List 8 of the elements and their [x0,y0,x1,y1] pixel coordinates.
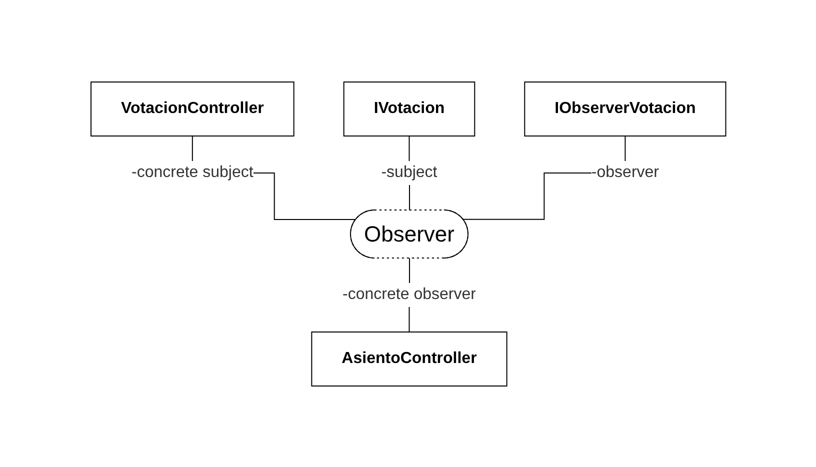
edge-label: -concrete subject [131,164,253,180]
edge-label: -subject [380,164,437,180]
node-box: AsientoController [310,331,507,386]
node-box: IVotacion [342,81,475,136]
node-box: IObserverVotacion [524,81,726,136]
node-box: VotacionController [90,81,294,136]
edge-label: -concrete observer [342,286,476,302]
edge-label: -observer [591,164,659,180]
